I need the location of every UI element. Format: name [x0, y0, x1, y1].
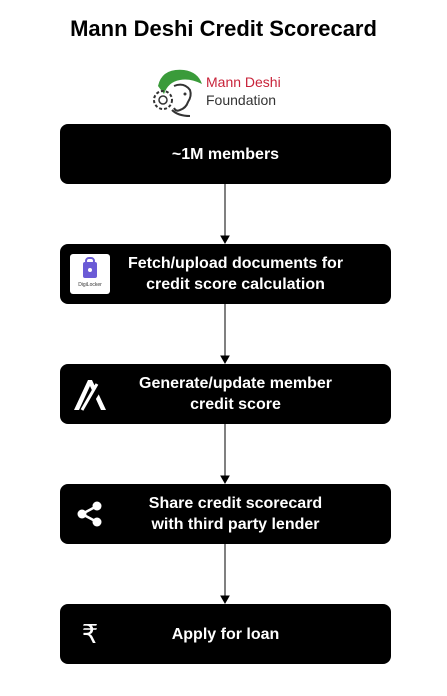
rupee-icon: ₹ — [70, 614, 110, 654]
step-label: Apply for loan — [171, 625, 280, 643]
step-fetch-documents: DigiLocker Fetch/upload documents for cr… — [60, 244, 391, 304]
logo-name-line1: Mann Deshi — [206, 74, 281, 90]
step-generate-score: Generate/update member credit score — [60, 364, 391, 424]
step-label: Fetch/upload documents for credit score … — [127, 255, 344, 293]
step-label: ~1M members — [171, 145, 280, 163]
page-title: Mann Deshi Credit Scorecard — [70, 16, 377, 41]
algorand-icon — [70, 374, 110, 414]
step-apply-loan: ₹ Apply for loan — [60, 604, 391, 664]
step-share-scorecard: Share credit scorecard with third party … — [60, 484, 391, 544]
step-members: ~1M members — [60, 124, 391, 184]
share-icon — [70, 494, 110, 534]
digilocker-label: DigiLocker — [78, 282, 102, 288]
mann-deshi-logo: Mann Deshi Foundation — [150, 64, 300, 120]
digilocker-icon: DigiLocker — [70, 254, 110, 294]
rupee-symbol: ₹ — [81, 618, 99, 649]
step-label: Generate/update member credit score — [139, 375, 332, 413]
woman-portrait-logo-icon — [153, 69, 202, 117]
step-label: Share credit scorecard with third party … — [148, 495, 323, 533]
logo-name-line2: Foundation — [206, 92, 277, 108]
